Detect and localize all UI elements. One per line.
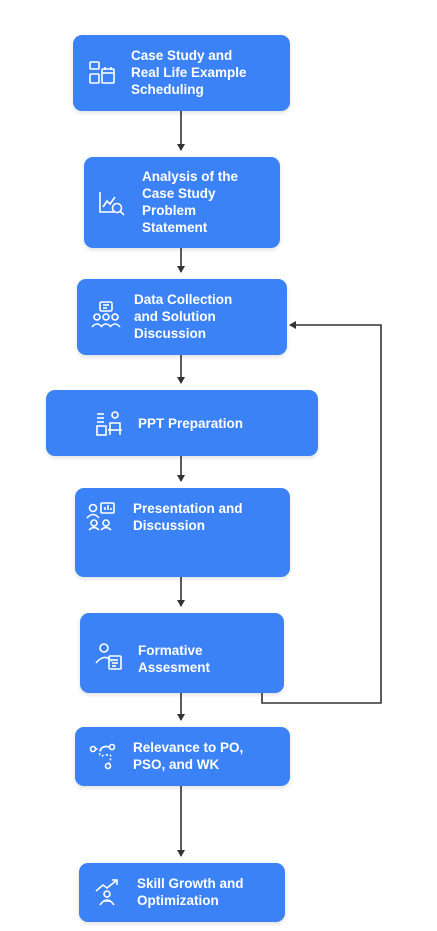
node-data-collection-label: Data Collection and Solution Discussion bbox=[134, 292, 233, 341]
node-relevance-label: Relevance to PO, PSO, and WK bbox=[133, 740, 244, 772]
presentation-prep-icon bbox=[94, 408, 124, 438]
node-formative: Formative Assesment bbox=[80, 613, 284, 693]
node-analysis: Analysis of the Case Study Problem State… bbox=[84, 157, 280, 248]
node-ppt-label: PPT Preparation bbox=[138, 416, 244, 431]
node-ppt: PPT Preparation bbox=[46, 390, 318, 456]
presenter-board-icon bbox=[86, 501, 116, 531]
node-formative-label: Formative Assesment bbox=[138, 643, 211, 675]
node-case-study-label: Case Study and Real Life Example Schedul… bbox=[131, 48, 247, 97]
node-data-collection: Data Collection and Solution Discussion bbox=[77, 279, 287, 355]
node-case-study: Case Study and Real Life Example Schedul… bbox=[73, 35, 290, 111]
node-skill-label: Skill Growth and Optimization bbox=[137, 876, 244, 908]
node-relevance: Relevance to PO, PSO, and WK bbox=[75, 727, 290, 786]
group-discussion-icon bbox=[91, 300, 121, 330]
node-presentation-label: Presentation and Discussion bbox=[133, 501, 243, 533]
path-route-icon bbox=[88, 741, 118, 771]
edge-formative-data-collection-feedback bbox=[261, 321, 382, 704]
calendar-schedule-icon bbox=[87, 58, 117, 88]
node-analysis-label: Analysis of the Case Study Problem State… bbox=[142, 169, 239, 235]
node-presentation: Presentation and Discussion bbox=[75, 488, 290, 577]
growth-person-icon bbox=[93, 877, 123, 907]
node-skill: Skill Growth and Optimization bbox=[79, 863, 285, 922]
chart-analysis-icon bbox=[96, 188, 126, 218]
assessment-user-icon bbox=[94, 641, 124, 671]
